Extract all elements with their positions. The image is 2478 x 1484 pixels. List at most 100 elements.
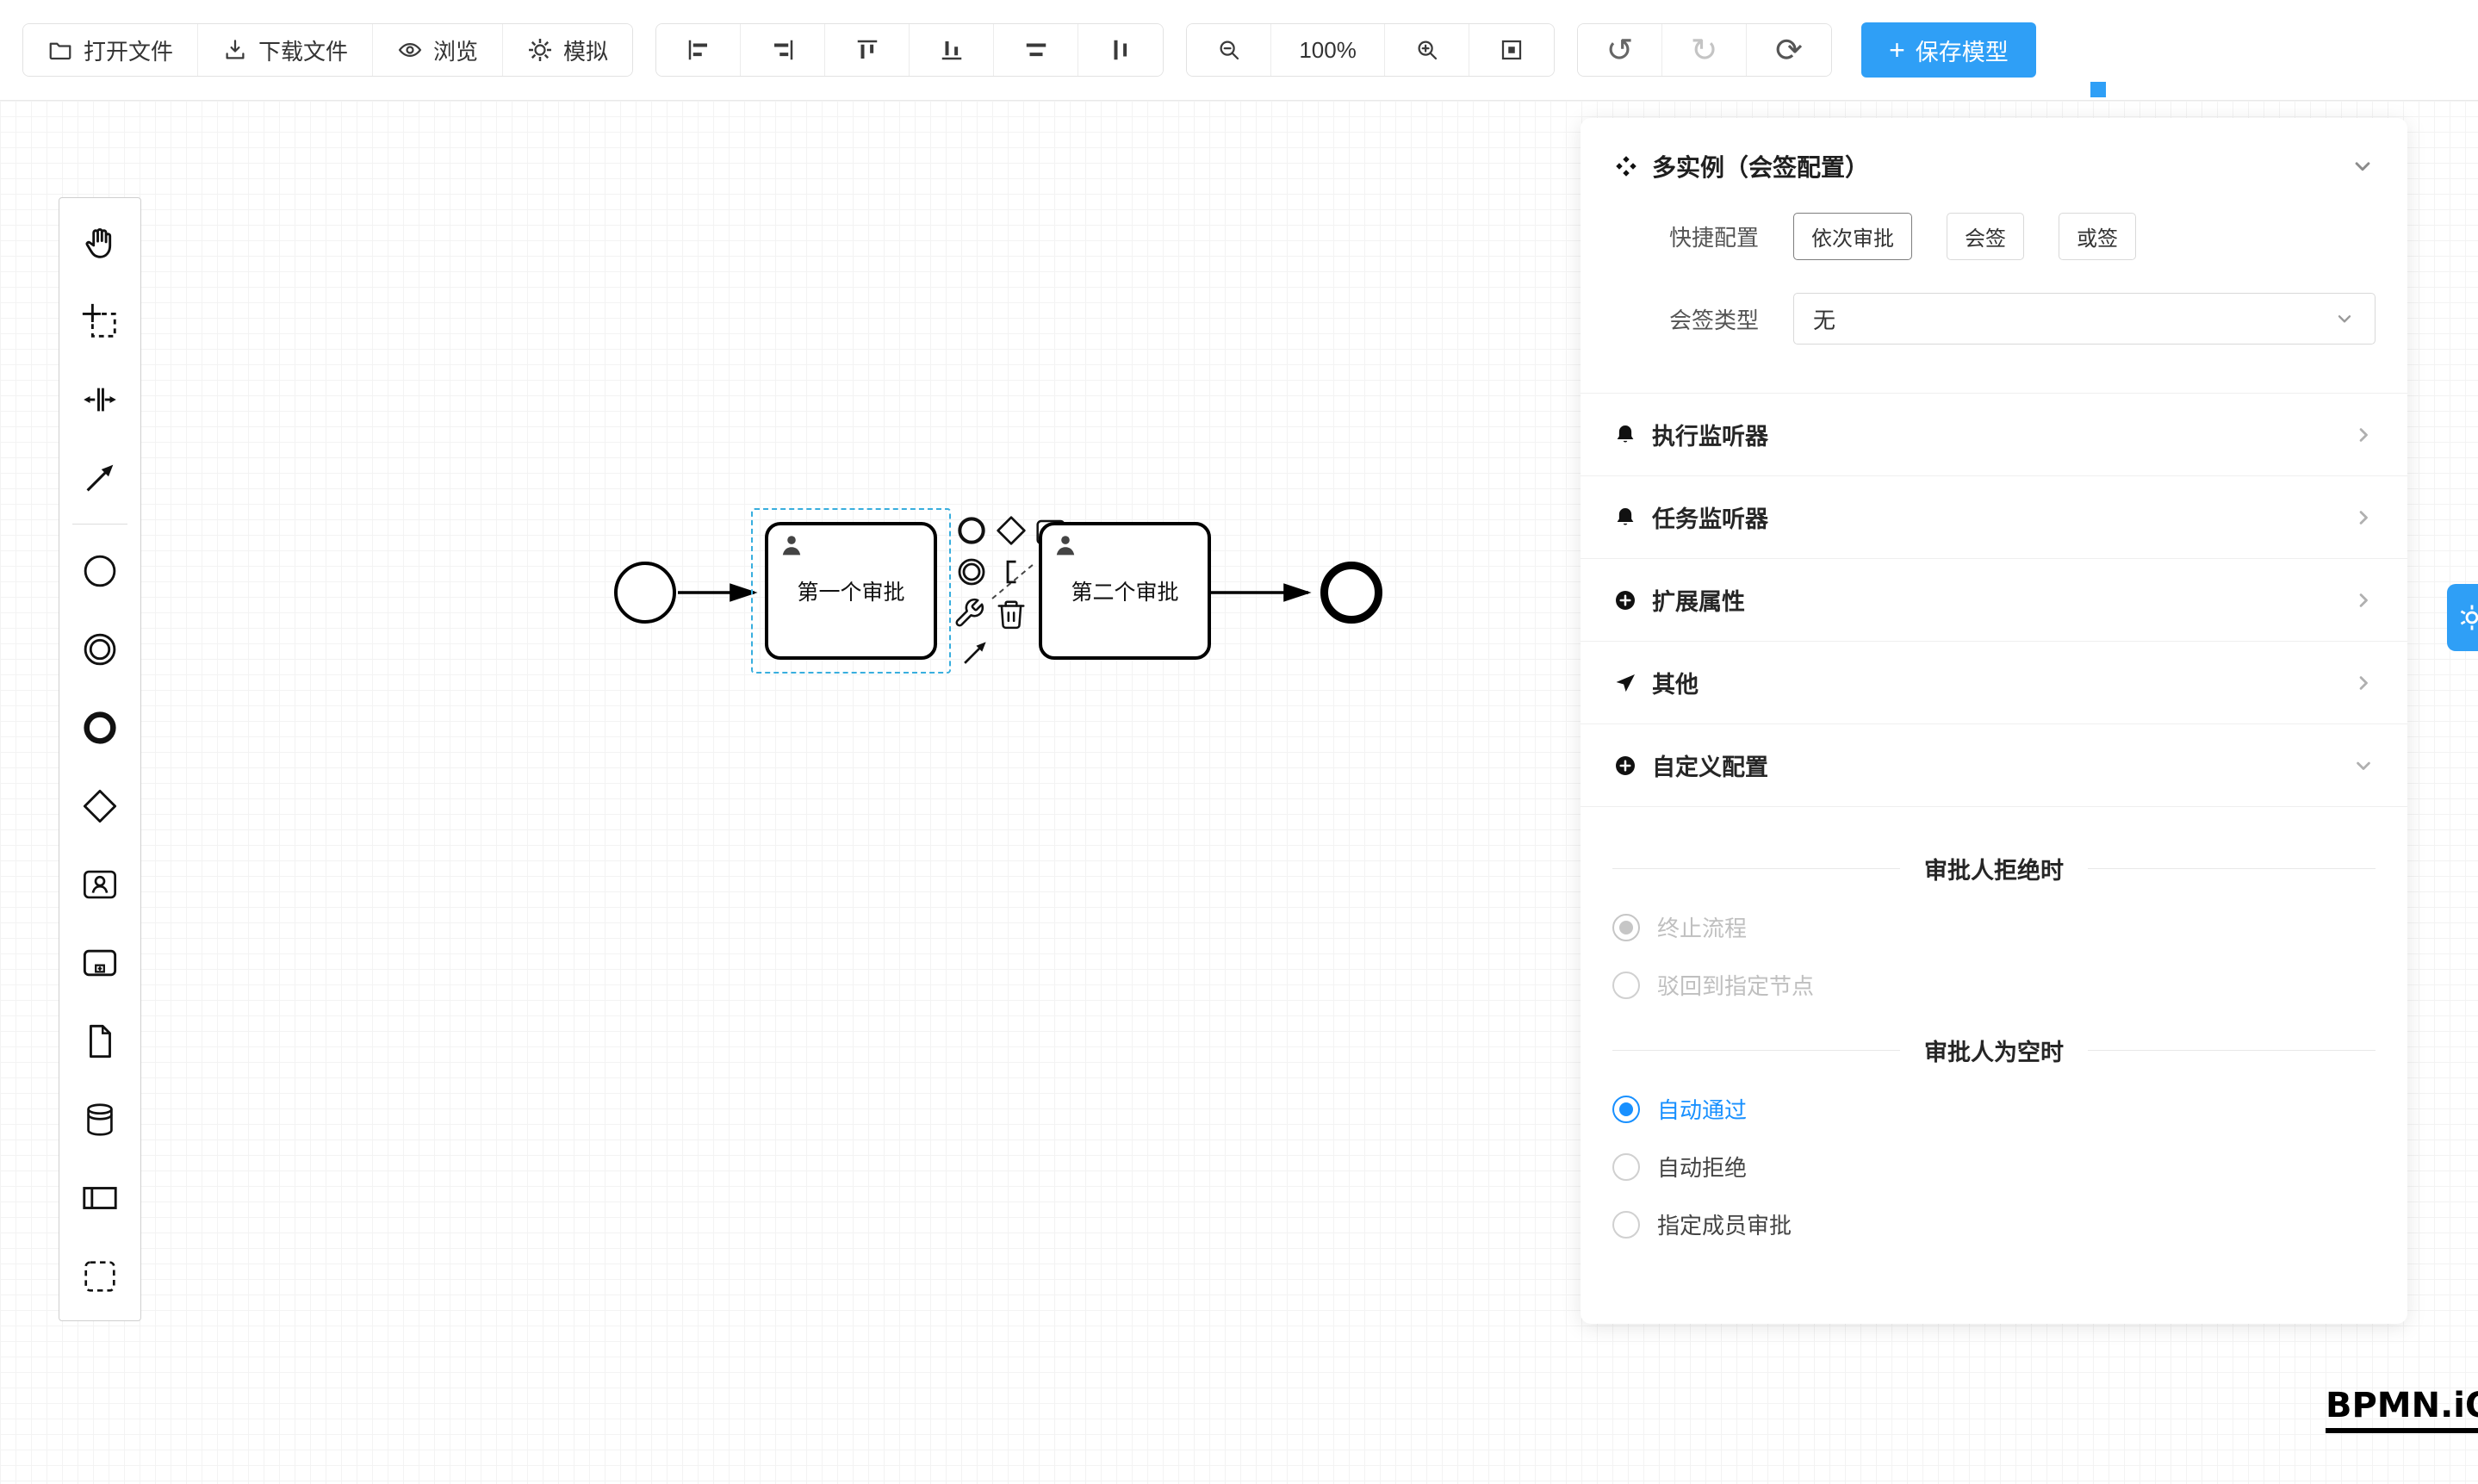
context-pad-append-end-event[interactable] (953, 512, 991, 550)
start-event-icon (80, 551, 120, 591)
open-file-button[interactable]: 打开文件 (23, 24, 199, 76)
download-file-button[interactable]: 下载文件 (198, 24, 374, 76)
palette-global-connect-tool[interactable] (59, 438, 141, 517)
palette-create-document[interactable] (59, 1002, 141, 1080)
plus-circle-icon (1612, 587, 1638, 613)
fit-viewport-button[interactable] (1469, 24, 1555, 76)
radio-terminate-process[interactable]: 终止流程 (1612, 911, 2376, 943)
palette-create-user-task[interactable] (59, 845, 141, 923)
quick-config-buttons: 依次审批 会签 或签 (1793, 213, 2136, 260)
plus-circle-icon (1612, 753, 1638, 779)
start-event-shape[interactable] (614, 562, 676, 624)
panel-form: 快捷配置 依次审批 会签 或签 会签类型 无 (1581, 208, 2407, 393)
radio-return-to-node[interactable]: 驳回到指定节点 (1612, 969, 2376, 1001)
chevron-right-icon (2351, 423, 2376, 447)
accordion-execution-listener[interactable]: 执行监听器 (1581, 393, 2407, 475)
palette-create-group[interactable] (59, 1237, 141, 1315)
document-icon (80, 1021, 120, 1061)
quick-option-countersign[interactable]: 会签 (1947, 213, 2024, 260)
accordion-custom-config[interactable]: 自定义配置 (1581, 723, 2407, 806)
palette-create-end-event[interactable] (59, 688, 141, 767)
zoom-toolbar-group: 100% (1186, 23, 1556, 77)
palette (59, 197, 141, 1321)
align-bottom-button[interactable] (910, 24, 995, 76)
task-first-approval[interactable]: 第一个审批 (765, 522, 937, 660)
align-left-button[interactable] (656, 24, 742, 76)
accordion-task-listener[interactable]: 任务监听器 (1581, 475, 2407, 558)
context-pad-change-type[interactable] (950, 594, 988, 632)
chevron-down-icon (2333, 307, 2356, 330)
folder-icon (47, 37, 73, 63)
subprocess-icon (80, 943, 120, 983)
zoom-in-button[interactable] (1385, 24, 1470, 76)
palette-create-start-event[interactable] (59, 531, 141, 610)
preview-label: 浏览 (433, 38, 479, 65)
download-file-label: 下载文件 (258, 38, 349, 65)
save-model-button[interactable]: + 保存模型 (1861, 22, 2036, 78)
palette-create-intermediate-event[interactable] (59, 610, 141, 688)
distribute-vertical-button[interactable] (1078, 24, 1164, 76)
custom-config-section: 审批人拒绝时 终止流程 驳回到指定节点 审批人为空时 自动通过 (1581, 807, 2407, 1292)
align-top-icon (854, 37, 880, 63)
hand-icon (80, 223, 120, 263)
zoom-in-icon (1414, 37, 1440, 63)
end-event-icon (80, 708, 120, 748)
context-pad-append-gateway[interactable] (992, 512, 1030, 550)
palette-hand-tool[interactable] (59, 203, 141, 282)
quick-option-sequential[interactable]: 依次审批 (1793, 213, 1912, 260)
user-icon (1051, 531, 1080, 560)
palette-space-tool[interactable] (59, 360, 141, 438)
distribute-horizontal-button[interactable] (994, 24, 1079, 76)
palette-create-participant[interactable] (59, 1158, 141, 1237)
zoom-level[interactable]: 100% (1271, 24, 1386, 76)
radio-indicator (1612, 913, 1640, 941)
chevron-right-icon (2351, 506, 2376, 530)
context-pad-append-intermediate-event[interactable] (953, 553, 991, 591)
palette-lasso-tool[interactable] (59, 282, 141, 360)
gear-icon (2457, 603, 2478, 632)
end-event-shape[interactable] (1320, 562, 1382, 624)
sign-type-row: 会签类型 无 (1612, 293, 2376, 345)
radio-assign-member[interactable]: 指定成员审批 (1612, 1208, 2376, 1240)
zoom-out-button[interactable] (1187, 24, 1272, 76)
quick-option-orsign[interactable]: 或签 (2059, 213, 2136, 260)
radio-indicator (1612, 1095, 1640, 1123)
radio-auto-pass[interactable]: 自动通过 (1612, 1093, 2376, 1125)
radio-label: 终止流程 (1657, 916, 1748, 941)
simulate-button[interactable]: 模拟 (503, 24, 633, 76)
send-icon (1612, 670, 1638, 696)
bpmn-io-logo[interactable]: BPMN.iO (2326, 1386, 2478, 1433)
radio-label: 自动拒绝 (1657, 1155, 1748, 1181)
task-second-approval[interactable]: 第二个审批 (1039, 522, 1211, 660)
chevron-down-icon[interactable] (2350, 153, 2376, 179)
chevron-right-icon (2351, 671, 2376, 695)
refresh-button[interactable]: ⟳ (1747, 24, 1832, 76)
accordion-other[interactable]: 其他 (1581, 641, 2407, 723)
align-right-button[interactable] (741, 24, 826, 76)
sign-type-label: 会签类型 (1668, 307, 1759, 333)
preview-button[interactable]: 浏览 (373, 24, 504, 76)
redo-icon: ↻ (1690, 31, 1718, 69)
radio-label: 指定成员审批 (1657, 1213, 1792, 1239)
reject-section-divider: 审批人拒绝时 (1612, 852, 2376, 885)
sign-type-select[interactable]: 无 (1793, 293, 2376, 345)
task-label: 第二个审批 (1071, 581, 1179, 605)
redo-button[interactable]: ↻ (1662, 24, 1748, 76)
palette-create-subprocess[interactable] (59, 923, 141, 1002)
distribute-vertical-icon (1108, 37, 1133, 63)
diagram-canvas[interactable]: 第一个审批 第二个审批 (0, 101, 2478, 1484)
palette-create-gateway[interactable] (59, 767, 141, 845)
align-bottom-icon (939, 37, 965, 63)
settings-side-tab[interactable] (2447, 584, 2478, 651)
undo-button[interactable]: ↺ (1578, 24, 1663, 76)
context-pad-delete[interactable] (992, 595, 1030, 633)
radio-indicator (1612, 1152, 1640, 1181)
context-pad-connect[interactable] (956, 634, 994, 672)
accordion-extended-properties[interactable]: 扩展属性 (1581, 558, 2407, 641)
context-pad-append-text-annotation[interactable] (992, 553, 1030, 591)
align-top-button[interactable] (825, 24, 910, 76)
radio-auto-reject[interactable]: 自动拒绝 (1612, 1151, 2376, 1183)
fit-viewport-icon (1499, 37, 1525, 63)
bell-icon (1612, 422, 1638, 448)
palette-create-data-store[interactable] (59, 1080, 141, 1158)
